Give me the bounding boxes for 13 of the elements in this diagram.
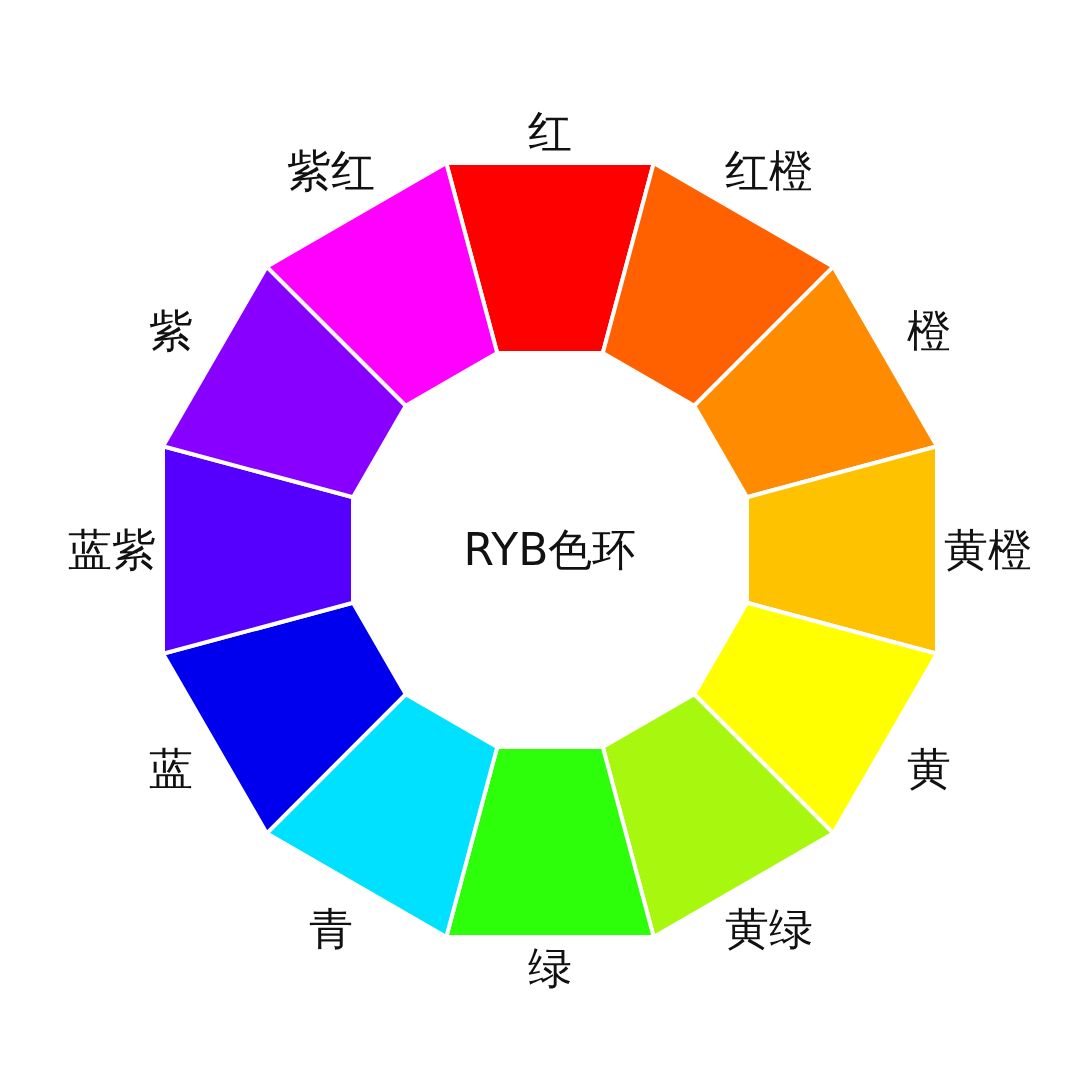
color-label: 紫红: [287, 148, 375, 193]
color-label: 红: [528, 110, 572, 154]
title: RYB色环: [463, 528, 637, 572]
color-label: 黄橙: [944, 528, 1032, 572]
color-label: 黄绿: [725, 907, 813, 952]
color-label: 紫: [148, 309, 193, 353]
color-label: 蓝紫: [68, 528, 156, 572]
color-label: 红橙: [725, 148, 813, 193]
color-label: 橙: [907, 309, 952, 353]
color-label: 绿: [528, 946, 572, 990]
color-label: 青: [309, 907, 353, 952]
color-label: 黄: [907, 747, 952, 791]
color-label: 蓝: [148, 747, 193, 791]
